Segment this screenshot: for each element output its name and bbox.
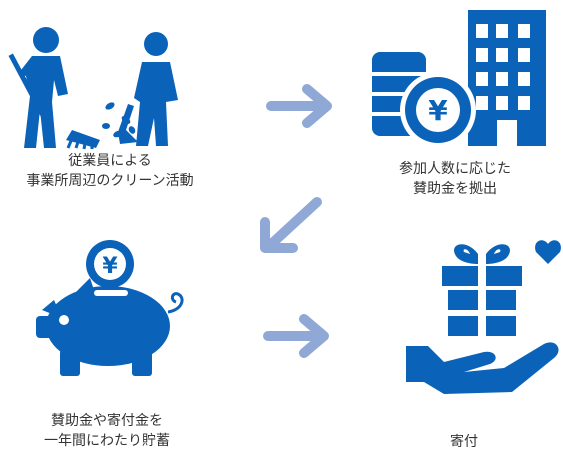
step-3-illustration: ¥ bbox=[32, 238, 192, 378]
arrow-step3-to-step4 bbox=[262, 314, 332, 358]
step-3-caption-line-1: 賛助金や寄付金を bbox=[51, 413, 163, 429]
arrow-right-icon bbox=[266, 84, 332, 128]
step-2-caption: 参加人数に応じた 賛助金を拠出 bbox=[380, 159, 530, 199]
step-1-illustration bbox=[8, 22, 200, 150]
piggy-bank-icon: ¥ bbox=[36, 240, 184, 376]
step-2-caption-line-1: 参加人数に応じた bbox=[399, 161, 511, 177]
step-4-caption: 寄付 bbox=[424, 432, 504, 452]
yen-symbol: ¥ bbox=[102, 254, 118, 279]
step-3-caption: 賛助金や寄付金を 一年間にわたり貯蓄 bbox=[2, 411, 212, 451]
step-1-caption-line-2: 事業所周辺のクリーン活動 bbox=[26, 173, 194, 189]
step-3-caption-line-2: 一年間にわたり貯蓄 bbox=[44, 433, 170, 449]
yen-symbol: ¥ bbox=[428, 94, 448, 127]
coins-building-icon: ¥ bbox=[372, 10, 546, 148]
heart-icon bbox=[535, 240, 561, 264]
step-2-illustration: ¥ bbox=[372, 10, 560, 150]
step-1-caption: 従業員による 事業所周辺のクリーン活動 bbox=[0, 151, 220, 191]
step-2-caption-line-2: 賛助金を拠出 bbox=[413, 181, 497, 197]
arrow-step2-to-step3 bbox=[255, 194, 325, 256]
arrow-right-icon bbox=[263, 314, 329, 358]
arrow-step1-to-step2 bbox=[265, 84, 335, 128]
cleaning-workers-icon bbox=[8, 27, 178, 150]
gift-hand-icon bbox=[406, 240, 561, 394]
arrow-down-left-icon bbox=[260, 197, 322, 253]
step-4-caption-line-1: 寄付 bbox=[450, 434, 478, 450]
step-1-caption-line-1: 従業員による bbox=[68, 153, 152, 169]
step-4-illustration bbox=[404, 234, 563, 412]
